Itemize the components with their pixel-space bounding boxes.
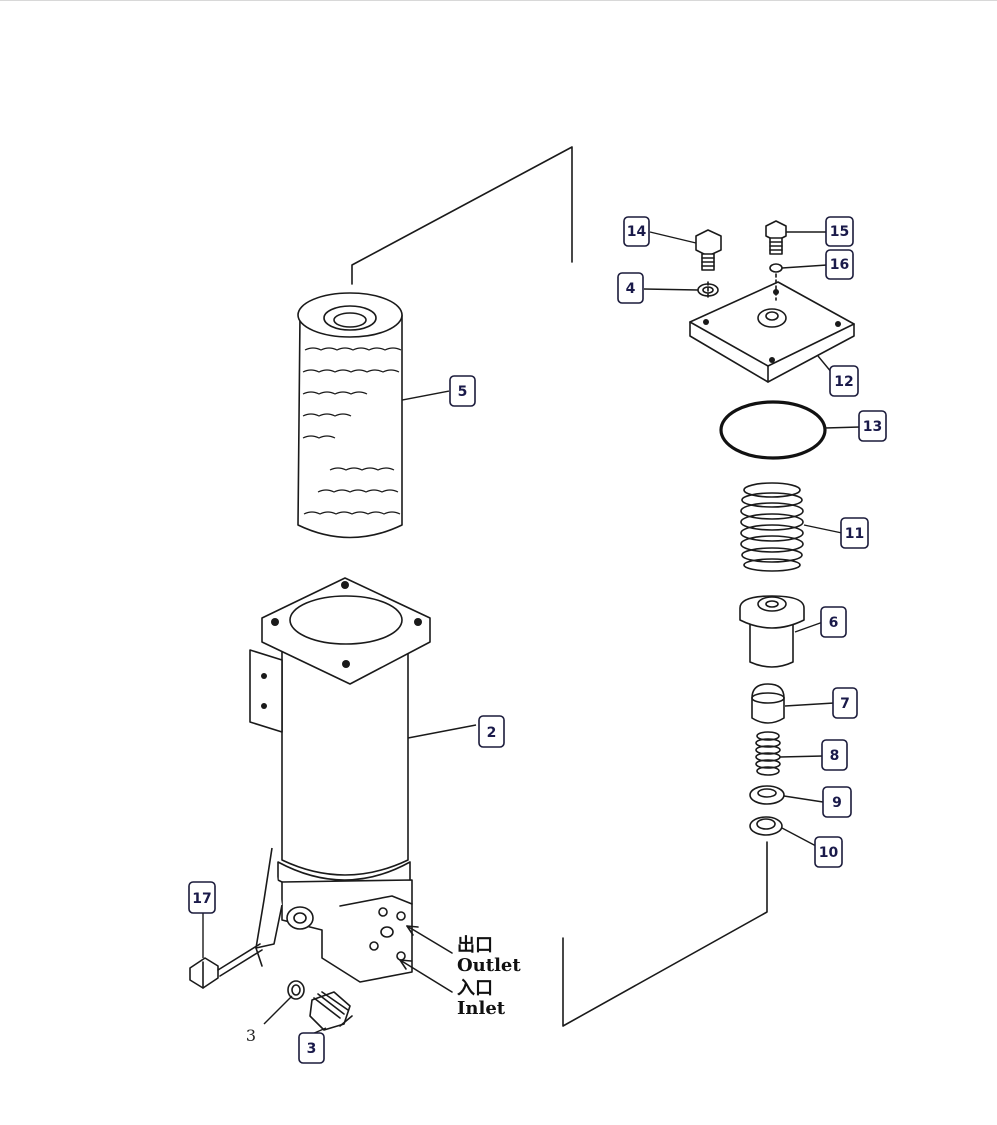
spring-11	[740, 482, 804, 572]
snapring-10	[749, 816, 783, 836]
svg-text:14: 14	[627, 224, 647, 240]
oring-16	[769, 263, 783, 273]
oring-13	[719, 400, 827, 460]
inlet-label-cn: 入口	[457, 978, 493, 999]
svg-text:6: 6	[829, 615, 839, 631]
outlet-label-en: Outlet	[457, 955, 521, 976]
bolt-3	[309, 991, 353, 1031]
bolt-15	[765, 220, 787, 255]
callout-5: 5	[449, 375, 476, 407]
washer-3	[287, 980, 305, 1000]
svg-text:11: 11	[845, 526, 864, 542]
inlet-arrow	[399, 959, 453, 993]
drain-plug	[189, 943, 263, 989]
svg-text:5: 5	[458, 384, 468, 400]
bolt-14	[695, 229, 722, 271]
outlet-arrow	[406, 925, 453, 954]
svg-text:12: 12	[834, 374, 853, 390]
svg-text:9: 9	[832, 795, 842, 811]
outlet-label-cn: 出口	[457, 934, 493, 956]
callout-16: 16	[825, 249, 854, 280]
plain-label-3: 3	[246, 1026, 256, 1045]
callout-10: 10	[814, 836, 843, 868]
callout-14: 14	[623, 216, 650, 247]
callout-2: 2	[478, 715, 505, 748]
svg-text:8: 8	[830, 748, 840, 764]
filter-element	[297, 292, 403, 539]
svg-text:13: 13	[863, 419, 882, 435]
callout-8: 8	[821, 739, 848, 771]
svg-text:17: 17	[192, 891, 211, 907]
svg-text:2: 2	[487, 725, 497, 741]
callout-4: 4	[617, 272, 644, 304]
svg-text:10: 10	[819, 845, 839, 861]
callout-13: 13	[858, 410, 887, 442]
svg-text:4: 4	[626, 281, 636, 297]
filter-housing	[249, 577, 431, 983]
assembly-line-bottom	[562, 841, 768, 1027]
svg-text:16: 16	[830, 257, 849, 273]
washer-9	[749, 785, 785, 805]
valve-7	[751, 683, 785, 724]
svg-text:7: 7	[840, 696, 850, 712]
inlet-label-en: Inlet	[457, 998, 506, 1019]
callout-7: 7	[832, 687, 858, 719]
callout-9: 9	[822, 786, 852, 818]
leader-lines	[202, 231, 861, 1035]
cover-plate	[689, 273, 855, 383]
valve-6	[739, 595, 805, 668]
callout-17: 17	[188, 881, 216, 914]
callout-12: 12	[829, 365, 859, 397]
spring-8	[755, 731, 781, 776]
callout-6: 6	[820, 606, 847, 638]
assembly-line-top	[351, 146, 573, 285]
callout-3: 3	[298, 1032, 325, 1064]
top-border	[0, 0, 997, 1]
callout-15: 15	[825, 216, 854, 247]
callout-11: 11	[840, 517, 869, 549]
svg-text:3: 3	[307, 1041, 317, 1057]
svg-text:15: 15	[830, 224, 849, 240]
